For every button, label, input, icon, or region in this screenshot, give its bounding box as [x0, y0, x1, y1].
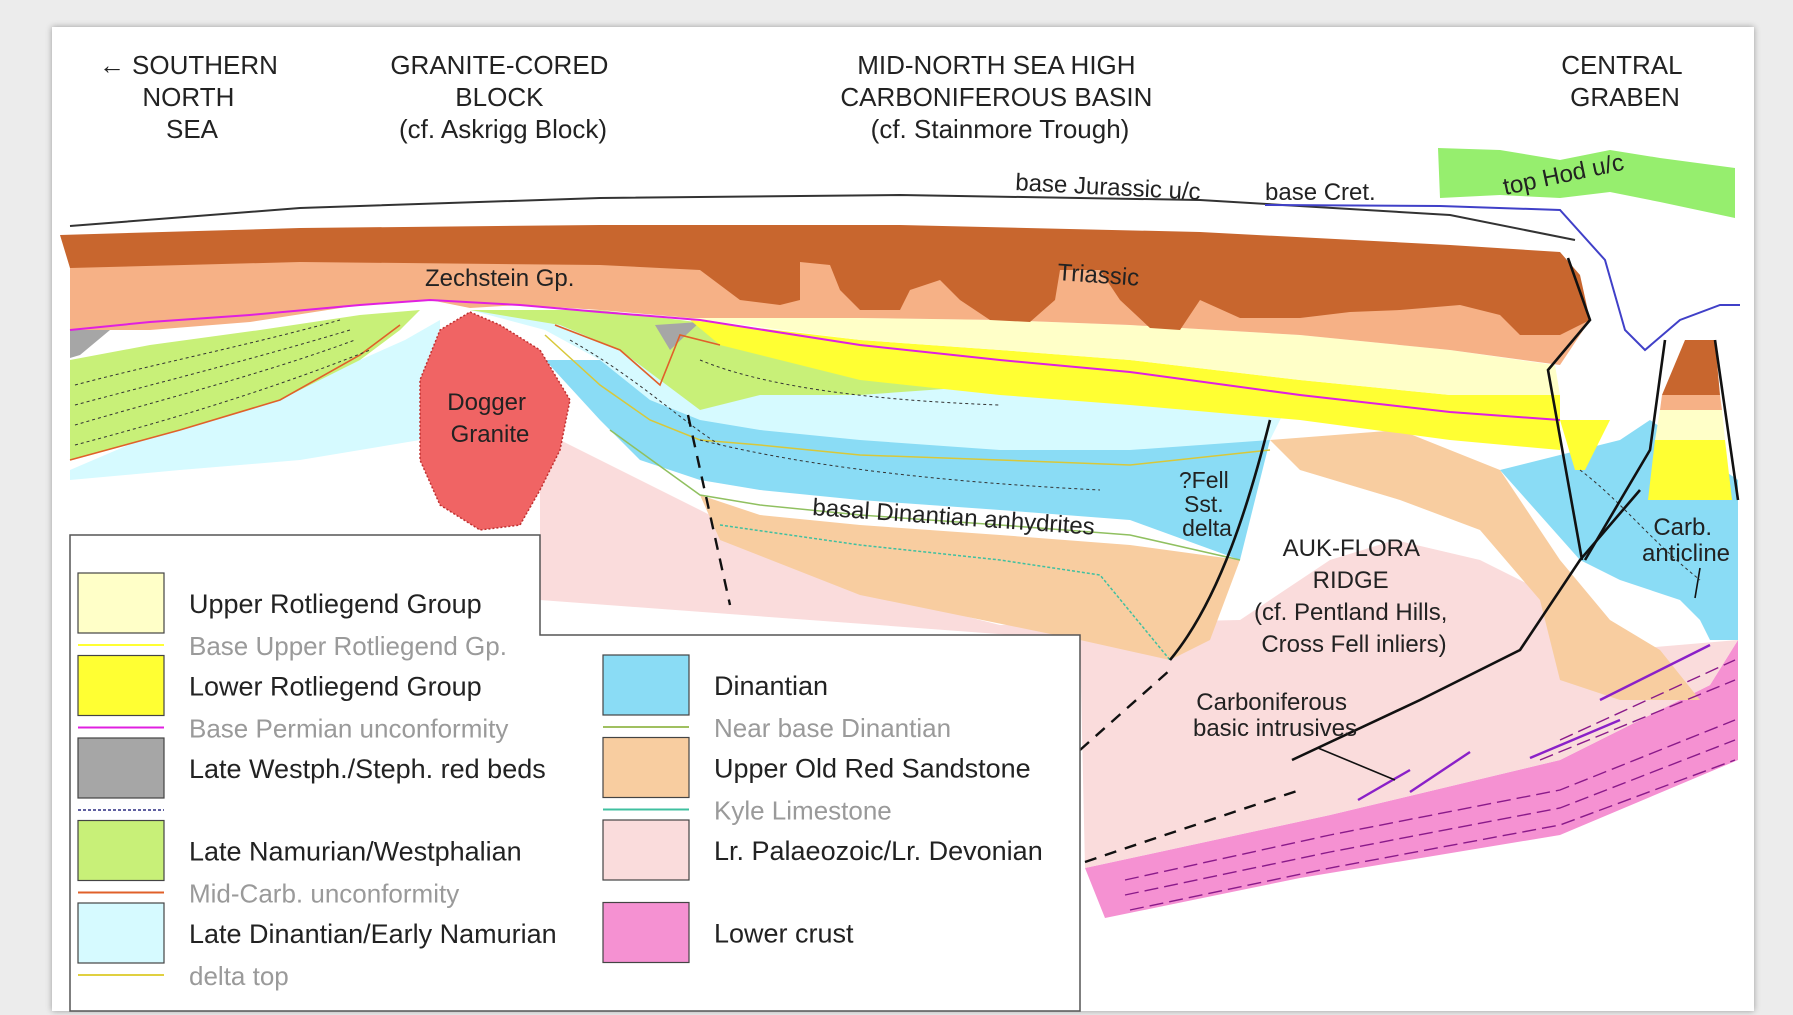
- legend-boundary-label: Base Upper Rotliegend Gp.: [189, 631, 507, 661]
- lower-rotliegend-horst: [1648, 440, 1732, 500]
- geology-section: [60, 148, 1740, 918]
- triassic-horst: [1662, 340, 1720, 395]
- legend-swatch: [602, 819, 690, 881]
- region-headers: ← SOUTHERN NORTH SEA GRANITE-CORED BLOCK…: [99, 50, 1689, 144]
- label-carb-anticline: Carb. anticline: [1642, 514, 1730, 567]
- late-westph-west: [70, 330, 110, 358]
- late-westph-basin: [655, 322, 700, 350]
- label-auk-flora-ridge: AUK-FLORA RIDGE (cf. Pentland Hills, Cro…: [1254, 535, 1454, 658]
- upper-rotliegend: [690, 318, 1560, 395]
- label-fell-delta: ?Fell Sst. delta: [1179, 467, 1235, 541]
- triassic: [60, 225, 1590, 335]
- legend-swatch: [77, 572, 165, 634]
- upper-old-red-sandstone: [700, 495, 1240, 660]
- legend-boundary-label: Near base Dinantian: [714, 713, 951, 743]
- header-mid-north-sea-high: MID-NORTH SEA HIGH CARBONIFEROUS BASIN (…: [840, 50, 1159, 144]
- header-southern-north-sea: ← SOUTHERN NORTH SEA: [99, 50, 285, 144]
- mid-carb-line: [69, 324, 401, 461]
- upper-rotliegend-horst: [1655, 410, 1725, 440]
- anticline-arrow: [1694, 567, 1701, 599]
- mid-carb-line-basin: [554, 324, 721, 387]
- intrusive-dykes: [1357, 643, 1711, 802]
- zechstein-horst: [1660, 395, 1722, 410]
- header-central-graben: CENTRAL GRABEN: [1561, 50, 1689, 112]
- legend-swatch: [602, 736, 690, 799]
- legend-boundary-label: Kyle Limestone: [714, 796, 892, 826]
- legend-boundary-label: delta top: [189, 961, 289, 991]
- label-carb-intrusives: Carboniferous basic intrusives: [1193, 689, 1357, 742]
- legend-boundary-label: Mid-Carb. unconformity: [189, 879, 459, 909]
- lower-rotliegend-graben: [1560, 420, 1610, 470]
- dashed-faults: [686, 414, 1301, 864]
- dogger-granite: [419, 311, 571, 531]
- kyle-limestone-line: [719, 524, 1171, 661]
- label-base-jurassic: base Jurassic u/c: [1015, 169, 1202, 206]
- base-cret-line: [1264, 204, 1740, 352]
- lower-rotliegend: [690, 320, 1560, 450]
- legend-swatch: [602, 901, 690, 964]
- legend-box: [69, 534, 1081, 1012]
- header-granite-cored-block: GRANITE-CORED BLOCK (cf. Askrigg Block): [390, 50, 615, 144]
- base-permian-line: [69, 298, 1561, 421]
- legend-swatch: [77, 819, 165, 882]
- legend-label: Dinantian: [714, 671, 828, 701]
- legend-label: Lower Rotliegend Group: [189, 672, 482, 702]
- legend-swatch: [77, 654, 165, 717]
- legend-label: Upper Old Red Sandstone: [714, 754, 1031, 784]
- legend-label: Late Namurian/Westphalian: [189, 837, 522, 867]
- label-base-cret: base Cret.: [1265, 179, 1376, 206]
- lower-crust-dashes: [1124, 659, 1736, 911]
- legend-label: Lower crust: [714, 919, 854, 949]
- legend-boundary-label: Base Permian unconformity: [189, 714, 508, 744]
- legend-label: Upper Rotliegend Group: [189, 589, 482, 619]
- upper-old-red-ridge: [1270, 430, 1700, 700]
- base-jurassic-line: [69, 193, 1576, 241]
- legend-swatch: [77, 737, 165, 799]
- legend-swatch: [602, 654, 690, 716]
- legend-swatch: [77, 902, 165, 964]
- lower-crust-body: [1085, 640, 1738, 918]
- near-base-dinantian-line: [609, 429, 1241, 561]
- legend-label: Late Westph./Steph. red beds: [189, 754, 546, 784]
- legend-label: Lr. Palaeozoic/Lr. Devonian: [714, 836, 1043, 866]
- label-dogger-granite: Dogger Granite: [447, 389, 532, 448]
- faults: [1169, 257, 1740, 762]
- label-triassic: Triassic: [1057, 259, 1140, 292]
- westsea-bedding: [74, 319, 1701, 581]
- hod-layer: [1438, 148, 1735, 218]
- legend-label: Late Dinantian/Early Namurian: [189, 919, 557, 949]
- intrusive-arrow: [1317, 747, 1396, 781]
- delta-top-line: [544, 334, 1271, 466]
- label-zechstein: Zechstein Gp.: [425, 265, 574, 292]
